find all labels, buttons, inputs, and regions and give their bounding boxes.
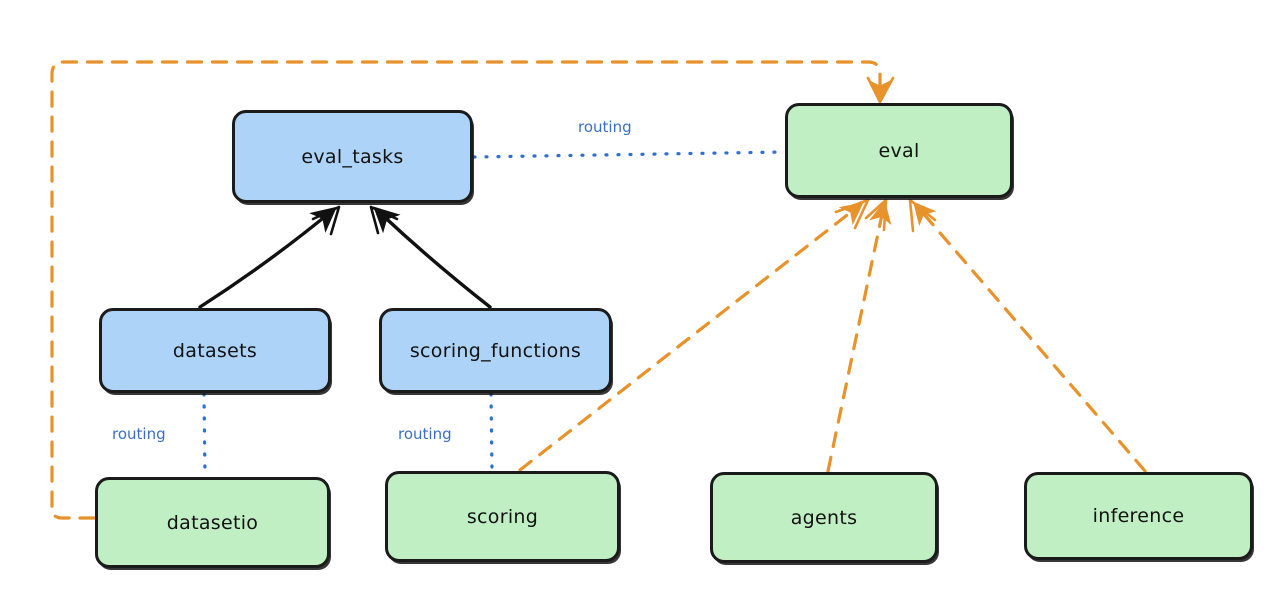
edge-datasets-arrow-feather bbox=[311, 205, 341, 236]
node-agents[interactable]: agents bbox=[710, 472, 938, 563]
node-inference[interactable]: inference bbox=[1024, 472, 1253, 560]
node-label-inference: inference bbox=[1092, 505, 1185, 527]
edge-datasetio-arrow-feather bbox=[866, 76, 895, 104]
edge-label-routing-datasets-datasetio: routing bbox=[112, 425, 166, 443]
node-datasetio[interactable]: datasetio bbox=[95, 477, 330, 568]
edge-agents-to-eval bbox=[826, 200, 892, 473]
edge-scoring-to-eval bbox=[518, 202, 864, 472]
node-label-datasetio: datasetio bbox=[166, 511, 259, 534]
edge-inference-to-eval bbox=[913, 201, 1147, 473]
node-eval[interactable]: eval bbox=[785, 103, 1013, 198]
edge-datasets-to-datasetio bbox=[202, 392, 207, 479]
edge-label-routing-scoring-functions-scoring: routing bbox=[398, 425, 452, 443]
edge-datasetio-to-eval bbox=[50, 60, 892, 520]
node-scoring-functions[interactable]: scoring_functions bbox=[379, 308, 612, 393]
edge-datasets-to-eval-tasks bbox=[198, 206, 337, 309]
node-label-eval-tasks: eval_tasks bbox=[301, 145, 404, 168]
node-eval-tasks[interactable]: eval_tasks bbox=[232, 110, 473, 203]
edge-eval-tasks-to-eval bbox=[472, 150, 786, 159]
edge-scoring-functions-to-eval-tasks bbox=[373, 206, 492, 309]
node-datasets[interactable]: datasets bbox=[99, 308, 331, 393]
node-label-agents: agents bbox=[790, 506, 858, 529]
edge-scoring-arrow-feather bbox=[834, 198, 870, 230]
edge-scoring-functions-to-scoring bbox=[489, 392, 494, 473]
edge-scoring-functions-arrow-feather bbox=[369, 205, 399, 235]
node-scoring[interactable]: scoring bbox=[385, 471, 620, 562]
edge-agents-arrow-feather bbox=[864, 198, 888, 232]
node-label-eval: eval bbox=[878, 139, 920, 162]
node-label-scoring-functions: scoring_functions bbox=[409, 339, 582, 362]
edge-inference-arrow-feather bbox=[908, 198, 937, 233]
edge-label-routing-eval-tasks-eval: routing bbox=[578, 118, 632, 136]
node-label-datasets: datasets bbox=[172, 339, 258, 362]
node-label-scoring: scoring bbox=[466, 505, 539, 528]
